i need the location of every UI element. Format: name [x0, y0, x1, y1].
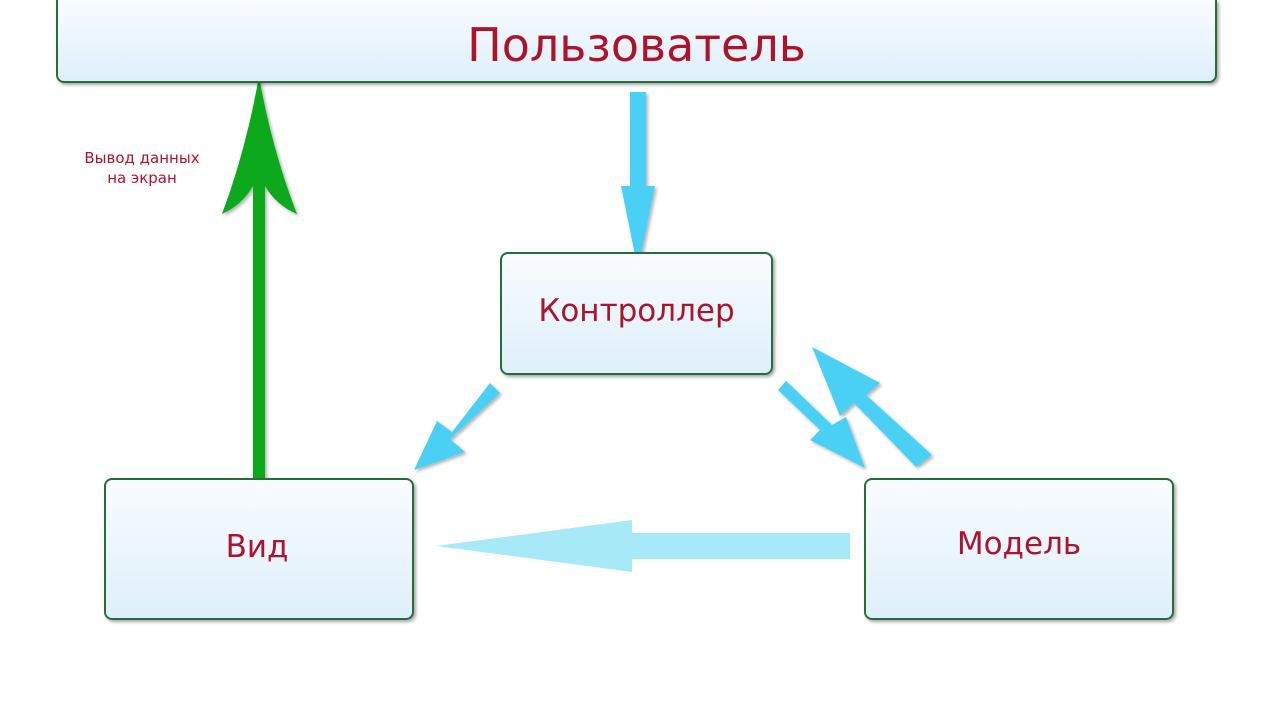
user-label: Пользователь [467, 17, 806, 72]
controller-node: Контроллер [500, 252, 773, 375]
arrow-view-to-user [222, 76, 297, 510]
arrow-model-to-view [436, 520, 850, 572]
arrow-user-to-controller [621, 92, 655, 270]
arrow-controller-to-model [778, 381, 865, 468]
view-node: Вид [104, 478, 414, 620]
caption-text: Вывод данных на экран [84, 149, 200, 187]
view-label: Вид [225, 529, 289, 565]
model-node: Модель [864, 478, 1174, 620]
arrow-model-to-controller [812, 347, 932, 467]
view-to-user-caption: Вывод данных на экран [62, 148, 222, 188]
model-label: Модель [956, 526, 1082, 562]
user-node: Пользователь [56, 0, 1217, 83]
arrow-controller-to-view [414, 383, 500, 470]
controller-label: Контроллер [538, 292, 735, 329]
